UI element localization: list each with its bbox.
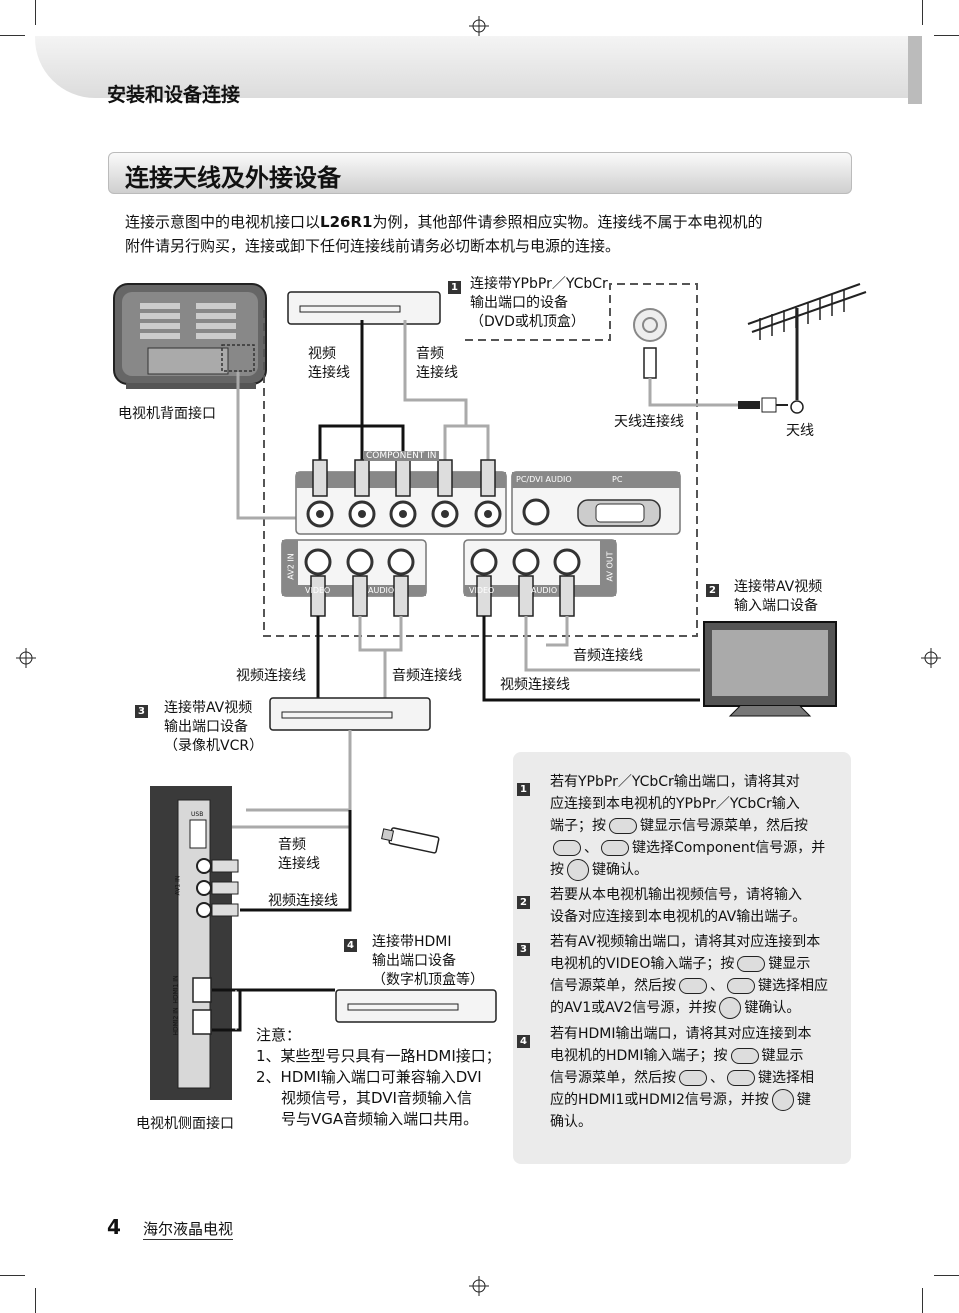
step-3: 若有AV视频输出端口，请将其对应连接到本 电视机的VIDEO输入端子；按键显示 … [550, 931, 840, 1019]
section-heading: 安装和设备连接 [107, 84, 241, 106]
step-2: 若要从本电视机输出视频信号，请将输入 设备对应连接到本电视机的AV输出端子。 [550, 887, 807, 925]
usb-label: USB [191, 811, 204, 818]
component-in-label: COMPONENT IN [364, 451, 439, 461]
av2-in-label: AV2 IN [286, 553, 296, 580]
callout-1: 1 [448, 277, 461, 296]
step-1: 若有YPbPr／YCbCr输出端口，请将其对 应连接到本电视机的YPbPr／YC… [550, 771, 840, 881]
callout-2-text: 连接带AV视频输入端口设备 [734, 579, 823, 614]
callout-number: 1 [448, 281, 461, 294]
page-number: 4 [107, 1215, 121, 1239]
video-port-label: VIDEO [305, 586, 331, 595]
crop-mark [35, 0, 36, 25]
callout-4: 4 [344, 935, 357, 954]
side-video-cable-label: 视频连接线 [268, 893, 338, 909]
av-out-label: AV OUT [605, 551, 615, 582]
up-button-icon [679, 978, 707, 994]
down-button-icon [727, 978, 755, 994]
source-button-icon [609, 818, 637, 834]
audio-cable-mid-label: 音频连接线 [392, 668, 462, 684]
tv-back-illustration [113, 283, 267, 389]
ok-button-icon [771, 1089, 794, 1111]
callout-3: 3 [135, 701, 148, 720]
up-button-icon [679, 1070, 707, 1086]
hdmi1-in-label: HDMI1 IN [172, 975, 180, 1004]
footer-brand: 海尔液晶电视 [143, 1220, 234, 1240]
crop-mark [35, 1288, 36, 1313]
source-button-icon [737, 956, 766, 972]
source-button-icon [730, 1048, 759, 1064]
audio-cable-right-label: 音频连接线 [573, 648, 643, 664]
hdmi2-in-label: HDMI2 IN [172, 1007, 180, 1036]
ok-button-icon [567, 859, 589, 881]
video-cable-left-label: 视频连接线 [236, 668, 306, 684]
antenna-label: 天线 [786, 423, 814, 439]
step-number: 1 [517, 783, 530, 796]
registration-mark-icon [469, 16, 489, 36]
callout-2: 2 [706, 580, 719, 599]
crop-mark [934, 1275, 959, 1276]
video-port-label: VIDEO [469, 586, 495, 595]
crop-mark [0, 1275, 25, 1276]
video-cable-right-label: 视频连接线 [500, 677, 570, 693]
steps-panel [513, 752, 851, 1164]
audio-cable-label: 音频连接线 [416, 346, 458, 381]
step-4: 若有HDMI输出端口，请将其对应连接到本 电视机的HDMI输入端子；按键显示 信… [550, 1026, 814, 1130]
title-bar: 连接天线及外接设备 [108, 152, 852, 194]
up-button-icon [553, 840, 581, 856]
page-title: 连接天线及外接设备 [125, 164, 341, 192]
header-band [35, 36, 920, 98]
registration-mark-icon [921, 648, 941, 668]
crop-mark [922, 1288, 923, 1313]
crop-mark [922, 0, 923, 25]
registration-mark-icon [469, 1276, 489, 1296]
tv-back-label: 电视机背面接口 [118, 406, 216, 422]
pc-label: PC [612, 475, 623, 484]
down-button-icon [727, 1070, 755, 1086]
intro-text: 连接示意图中的电视机接口以L26R1为例，其他部件请参照相应实物。连接线不属于本… [125, 213, 763, 255]
pc-dvi-audio-label: PC/DVI AUDIO [516, 475, 572, 484]
side-audio-cable-label: 音频连接线 [278, 837, 320, 872]
note-block: 注意： 1、某些型号只具有一路HDMI接口； 2、HDMI输入端口可兼容输入DV… [256, 1026, 501, 1128]
header-tab [908, 36, 922, 104]
down-button-icon [601, 840, 629, 856]
av1-in-label: AV1 IN [174, 875, 182, 896]
audio-port-label: AUDIO [368, 586, 395, 595]
callout-3-text: 连接带AV视频输出端口设备（录像机VCR） [164, 700, 264, 754]
ok-button-icon [719, 997, 742, 1019]
crop-mark [934, 35, 959, 36]
video-cable-label: 视频连接线 [308, 346, 350, 381]
tv-side-label: 电视机侧面接口 [136, 1116, 234, 1132]
registration-mark-icon [16, 648, 36, 668]
note-title: 注意： [256, 1026, 302, 1044]
crop-mark [0, 35, 25, 36]
antenna-cable-label: 天线连接线 [614, 414, 684, 430]
audio-port-label: AUDIO [531, 586, 558, 595]
